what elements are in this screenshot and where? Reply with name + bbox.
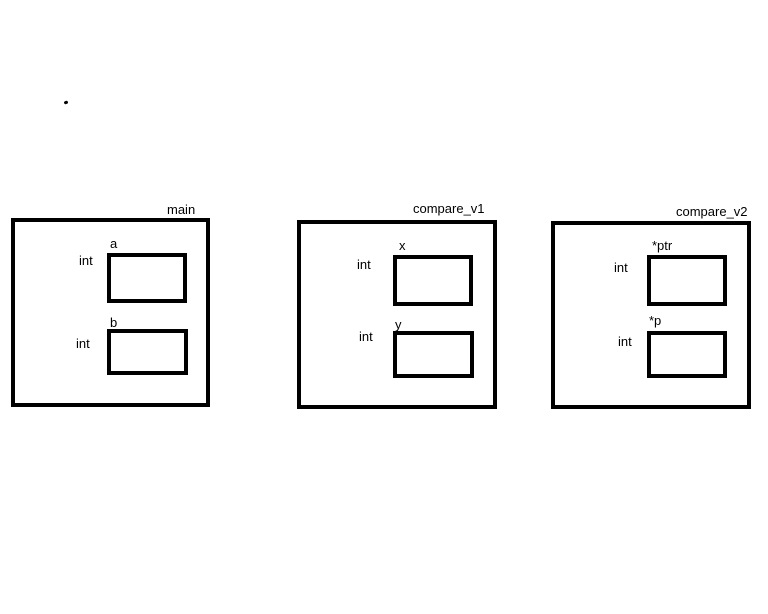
- frame-title-compare-v2: compare_v2: [676, 204, 748, 219]
- var-type-x: int: [357, 257, 371, 272]
- var-name-p: *p: [649, 313, 662, 328]
- frame-title-compare-v1: compare_v1: [413, 201, 485, 216]
- stack-frame-main: [11, 218, 210, 407]
- var-box-a: [107, 253, 187, 303]
- var-name-x: x: [399, 238, 406, 253]
- var-name-a: a: [110, 236, 118, 251]
- var-box-p: [647, 331, 727, 378]
- var-name-ptr: *ptr: [652, 238, 673, 253]
- var-name-y: y: [395, 317, 402, 332]
- var-type-p: int: [618, 334, 632, 349]
- var-box-b: [107, 329, 188, 375]
- var-name-b: b: [110, 315, 118, 330]
- var-type-ptr: int: [614, 260, 628, 275]
- var-box-y: [393, 331, 474, 378]
- var-type-y: int: [359, 329, 373, 344]
- var-box-x: [393, 255, 473, 306]
- var-box-ptr: [647, 255, 727, 306]
- var-type-a: int: [79, 253, 93, 268]
- stack-frame-compare-v1: [297, 220, 497, 409]
- var-type-b: int: [76, 336, 90, 351]
- stray-dot: [63, 100, 69, 105]
- frame-title-main: main: [167, 202, 196, 217]
